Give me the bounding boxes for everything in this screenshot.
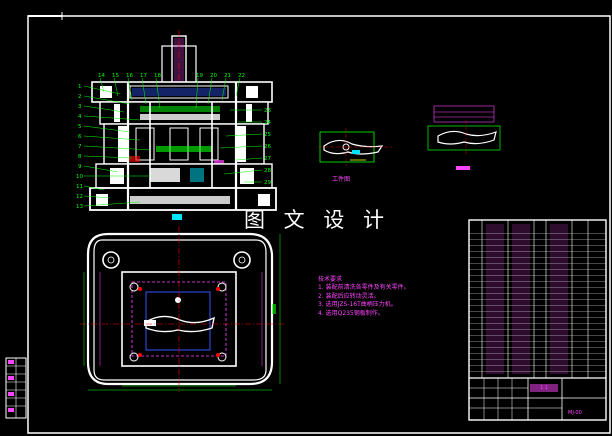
svg-text:22: 22 bbox=[238, 73, 245, 79]
technical-note-item: 1. 装配前清洗各零件及有关零件。 bbox=[318, 284, 410, 292]
svg-text:1: 1 bbox=[78, 84, 82, 90]
svg-text:17: 17 bbox=[140, 73, 147, 79]
workpiece-view-right bbox=[427, 105, 501, 170]
technical-note-item: 2. 装配后应转动灵活。 bbox=[318, 292, 380, 300]
revision-strip bbox=[5, 357, 27, 419]
technical-notes-title: 技术要求 bbox=[318, 276, 343, 283]
technical-note-item: 3. 选用JZS-16T曲柄压力机。 bbox=[318, 301, 397, 309]
svg-text:3: 3 bbox=[78, 104, 82, 110]
svg-text:9: 9 bbox=[78, 164, 82, 170]
svg-text:23: 23 bbox=[264, 108, 271, 114]
view-label-left: 工件图 bbox=[332, 175, 350, 183]
svg-text:16: 16 bbox=[126, 73, 133, 79]
svg-text:7: 7 bbox=[78, 144, 82, 150]
title-block-code: MJ-00 bbox=[568, 410, 582, 416]
workpiece-view-left: 工件图 bbox=[318, 128, 392, 183]
svg-text:29: 29 bbox=[264, 180, 271, 186]
svg-text:19: 19 bbox=[196, 73, 203, 79]
svg-text:25: 25 bbox=[264, 132, 271, 138]
svg-text:27: 27 bbox=[264, 156, 271, 162]
svg-text:18: 18 bbox=[154, 73, 161, 79]
svg-text:8: 8 bbox=[78, 154, 82, 160]
svg-text:11: 11 bbox=[76, 184, 83, 190]
svg-text:26: 26 bbox=[264, 144, 271, 150]
technical-note-item: 4. 选用Q235钢板制作。 bbox=[318, 309, 384, 317]
technical-notes: 技术要求 1. 装配前清洗各零件及有关零件。 2. 装配后应转动灵活。 3. 选… bbox=[318, 276, 410, 318]
svg-text:10: 10 bbox=[76, 174, 83, 180]
svg-text:21: 21 bbox=[224, 73, 231, 79]
svg-text:2: 2 bbox=[78, 94, 82, 100]
svg-text:20: 20 bbox=[210, 73, 217, 79]
plan-view bbox=[80, 226, 286, 392]
svg-text:14: 14 bbox=[98, 73, 105, 79]
svg-text:28: 28 bbox=[264, 168, 271, 174]
svg-text:24: 24 bbox=[264, 120, 271, 126]
svg-text:13: 13 bbox=[76, 204, 83, 210]
title-block-scale: 1:1 bbox=[540, 385, 549, 391]
svg-text:5: 5 bbox=[78, 124, 82, 130]
svg-text:4: 4 bbox=[78, 114, 82, 120]
svg-text:6: 6 bbox=[78, 134, 82, 140]
svg-text:15: 15 bbox=[112, 73, 119, 79]
parts-list-rows bbox=[469, 228, 606, 376]
drawing-border bbox=[27, 15, 611, 434]
svg-text:12: 12 bbox=[76, 194, 83, 200]
watermark-text: 图 文 设 计 bbox=[244, 208, 391, 232]
